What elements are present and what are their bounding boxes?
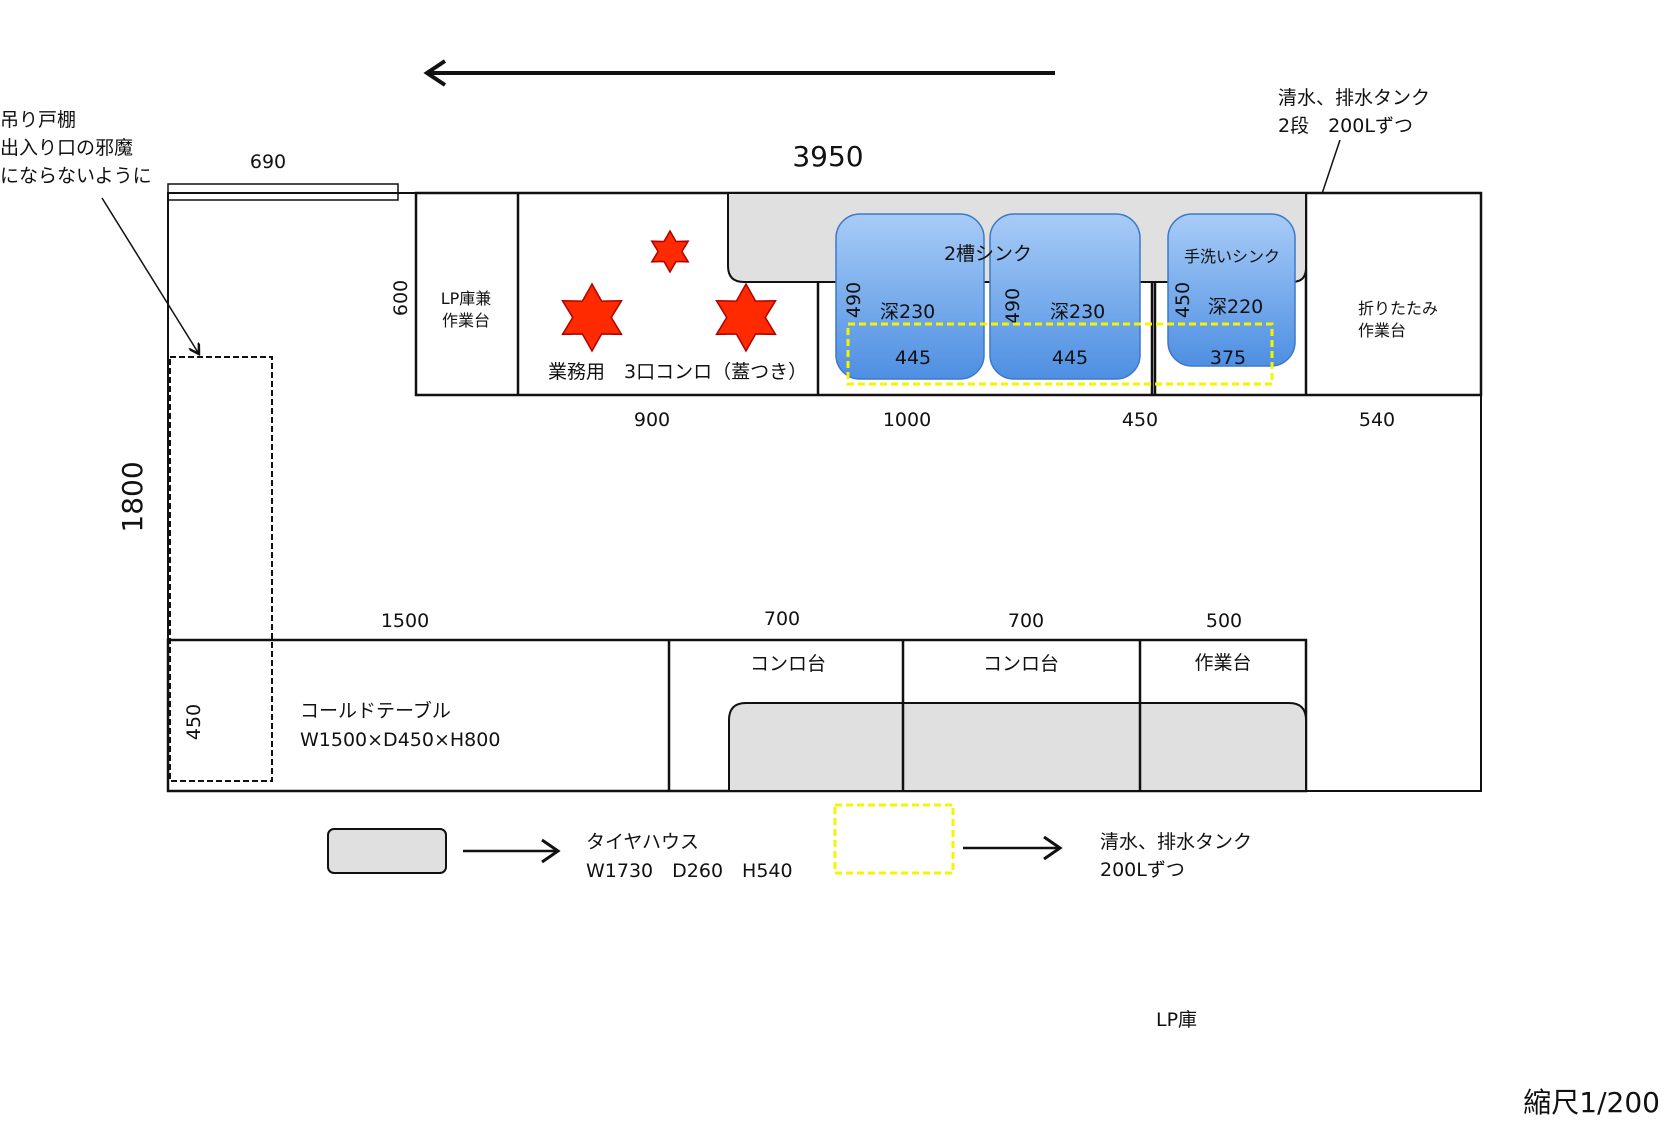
svg-text:手洗いシンク: 手洗いシンク [1184, 247, 1280, 266]
counter-depth-label: 600 [390, 280, 412, 316]
lp-workbench: LP庫兼 作業台 [441, 289, 492, 330]
wall-cabinet-projection [169, 356, 273, 782]
hand-wash-sink: 手洗いシンク 450 深220 375 [1167, 213, 1296, 369]
svg-text:490: 490 [1002, 288, 1024, 324]
svg-text:700: 700 [1008, 610, 1044, 632]
cold-table-depth-label: 450 [183, 704, 205, 740]
burner-icon [650, 229, 690, 274]
scale-label: 縮尺1/200 [1523, 1086, 1660, 1119]
svg-text:吊り戸棚: 吊り戸棚 [0, 109, 76, 131]
wall-cabinet-arrow [101, 197, 199, 354]
svg-text:500: 500 [1206, 610, 1242, 632]
two-compartment-sink: 2槽シンク 490 深230 445 490 深230 445 [835, 213, 1141, 380]
cold-table: コールドテーブル W1500×D450×H800 [300, 699, 500, 751]
svg-text:375: 375 [1210, 347, 1246, 369]
svg-text:深220: 深220 [1208, 296, 1263, 318]
svg-text:700: 700 [764, 608, 800, 630]
svg-text:出入り口の邪魔: 出入り口の邪魔 [0, 137, 133, 159]
svg-text:900: 900 [634, 409, 670, 431]
top-row-dimensions: 900 1000 450 540 [634, 409, 1395, 431]
direction-arrow-icon [423, 59, 1055, 87]
wall-cabinet-length-label: 690 [250, 151, 286, 173]
folding-workbench: 折りたたみ 作業台 [1358, 299, 1438, 340]
burner-icon [715, 282, 777, 353]
svg-text:にならないように: にならないように [0, 165, 152, 187]
svg-text:清水、排水タンク: 清水、排水タンク [1278, 87, 1430, 109]
tire-house-bottom [728, 702, 1307, 792]
svg-text:コールドテーブル: コールドテーブル [300, 699, 451, 722]
svg-text:清水、排水タンク: 清水、排水タンク [1100, 831, 1252, 853]
legend-tank-swatch [833, 803, 955, 875]
svg-text:折りたたみ: 折りたたみ [1358, 299, 1438, 318]
overall-width-label: 1800 [116, 461, 149, 532]
bottom-row-dimensions: 1500 700 700 500 [381, 608, 1242, 632]
svg-text:445: 445 [895, 347, 931, 369]
stove-stand-1-label: コンロ台 [750, 653, 826, 675]
water-tank-outline [846, 322, 1274, 386]
sink-basin-right [989, 213, 1141, 380]
svg-text:作業台: 作業台 [442, 311, 490, 330]
svg-text:深230: 深230 [880, 301, 935, 323]
stove-label: 業務用 3口コンロ（蓋つき） [548, 361, 807, 383]
svg-text:490: 490 [843, 282, 865, 318]
wall-cabinet-note: 吊り戸棚 出入り口の邪魔 にならないように [0, 109, 152, 187]
legend: タイヤハウス W1730 D260 H540 清水、排水タンク 200Lずつ [327, 803, 1252, 882]
svg-text:2槽シンク: 2槽シンク [944, 243, 1032, 265]
svg-text:LP庫兼: LP庫兼 [441, 289, 492, 308]
svg-text:1000: 1000 [883, 409, 931, 431]
stove-stand-2-label: コンロ台 [983, 653, 1059, 675]
sink-basin-left [835, 213, 985, 380]
svg-text:200Lずつ: 200Lずつ [1100, 859, 1185, 881]
svg-text:W1730 D260 H540: W1730 D260 H540 [586, 860, 793, 882]
svg-text:深230: 深230 [1050, 301, 1105, 323]
burner-icon [561, 282, 623, 353]
svg-text:W1500×D450×H800: W1500×D450×H800 [300, 729, 500, 751]
workbench-label: 作業台 [1194, 652, 1251, 674]
legend-tire-house-swatch [327, 828, 447, 874]
overall-length-label: 3950 [792, 140, 863, 173]
svg-text:540: 540 [1359, 409, 1395, 431]
svg-text:タイヤハウス: タイヤハウス [586, 831, 699, 853]
lp-storage-label: LP庫 [1156, 1009, 1197, 1031]
svg-text:作業台: 作業台 [1358, 321, 1406, 340]
svg-text:450: 450 [1172, 282, 1194, 318]
svg-text:2段 200Lずつ: 2段 200Lずつ [1278, 115, 1413, 137]
svg-text:445: 445 [1052, 347, 1088, 369]
tank-note: 清水、排水タンク 2段 200Lずつ [1278, 87, 1430, 137]
svg-text:1500: 1500 [381, 610, 429, 632]
svg-text:450: 450 [1122, 409, 1158, 431]
